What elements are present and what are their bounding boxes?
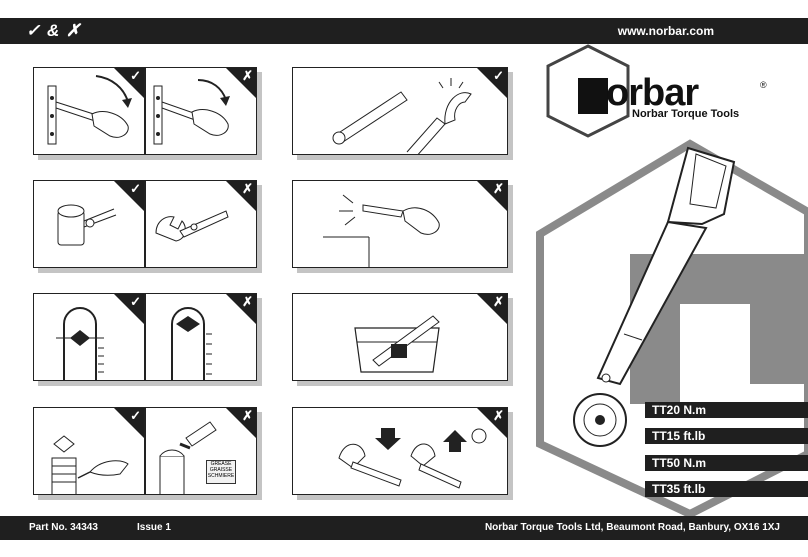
company-address: Norbar Torque Tools Ltd, Beaumont Road, …: [484, 522, 780, 533]
tick-icon: ✓: [130, 68, 141, 83]
top-bar: ✓ & ✗ www.norbar.com: [0, 18, 808, 44]
cross-icon: ✗: [242, 294, 253, 309]
logo-wordmark: orbar: [606, 72, 699, 114]
cross-icon: ✗: [493, 294, 504, 309]
panel-oil-thread-correct: ✓: [33, 407, 145, 495]
cross-icon: ✗: [493, 181, 504, 196]
panel-hand-push-incorrect: ✗: [145, 67, 257, 155]
model-label: TT20 N.m: [645, 402, 808, 418]
panel-open-spanner-incorrect: ✗: [145, 180, 257, 268]
grey-n-block: [630, 254, 808, 404]
socket-illustration: [57, 204, 117, 246]
cross-icon: ✗: [242, 408, 253, 423]
tick-icon: ✓: [130, 294, 141, 309]
immersion-illustration: [354, 315, 440, 373]
panel-extension-incorrect: ✗: [292, 180, 508, 268]
grease-tin-label: GREASE GRAISSE SCHMIERE: [206, 460, 236, 484]
registered-mark: ®: [760, 80, 767, 90]
torque-wrench-icon: [573, 146, 736, 447]
panel-immersion-incorrect: ✗: [292, 293, 508, 381]
issue-number: Issue 1: [137, 522, 171, 533]
model-label: TT50 N.m: [645, 455, 808, 471]
panel-full-engagement-correct: ✓: [33, 293, 145, 381]
oil-thread-illustration: [51, 435, 129, 494]
hand-pull-illustration: [47, 75, 132, 145]
model-label: TT15 ft.lb: [645, 428, 808, 444]
cross-icon: ✗: [242, 68, 253, 83]
cross-icon: ✗: [493, 408, 504, 423]
panel-hand-pull-correct: ✓: [33, 67, 145, 155]
norbar-logo: orbar ® Norbar Torque Tools: [578, 72, 778, 138]
extension-illustration: [323, 194, 440, 267]
part-number: Part No. 34343: [29, 522, 98, 533]
open-spanner-illustration: [155, 210, 229, 242]
website-link[interactable]: www.norbar.com: [617, 24, 714, 38]
hand-push-illustration: [153, 79, 230, 145]
panel-partial-engagement-incorrect: ✗: [145, 293, 257, 381]
panel-socket-correct: ✓: [33, 180, 145, 268]
cross-icon: ✗: [242, 181, 253, 196]
tick-icon: ✓: [493, 68, 504, 83]
tick-icon: ✓: [130, 408, 141, 423]
bottom-bar: Part No. 34343 Issue 1 Norbar Torque Too…: [0, 516, 808, 540]
logo-tagline: Norbar Torque Tools: [632, 108, 740, 120]
socket-partial-illustration: [171, 307, 212, 380]
hammer-illustration: [338, 428, 487, 489]
calibration-illustration: [332, 78, 472, 154]
header-title: ✓ & ✗: [26, 21, 82, 40]
logo-n-block: [578, 78, 608, 114]
panel-hammer-incorrect: ✗: [292, 407, 508, 495]
cover-graphic: [536, 44, 808, 516]
model-label: TT35 ft.lb: [645, 481, 808, 497]
grease-illustration: [159, 421, 217, 494]
panel-grease-incorrect: GREASE GRAISSE SCHMIERE ✗: [145, 407, 257, 495]
socket-engagement-illustration: [56, 307, 104, 380]
tick-icon: ✓: [130, 181, 141, 196]
panel-calibration-correct: ✓: [292, 67, 508, 155]
